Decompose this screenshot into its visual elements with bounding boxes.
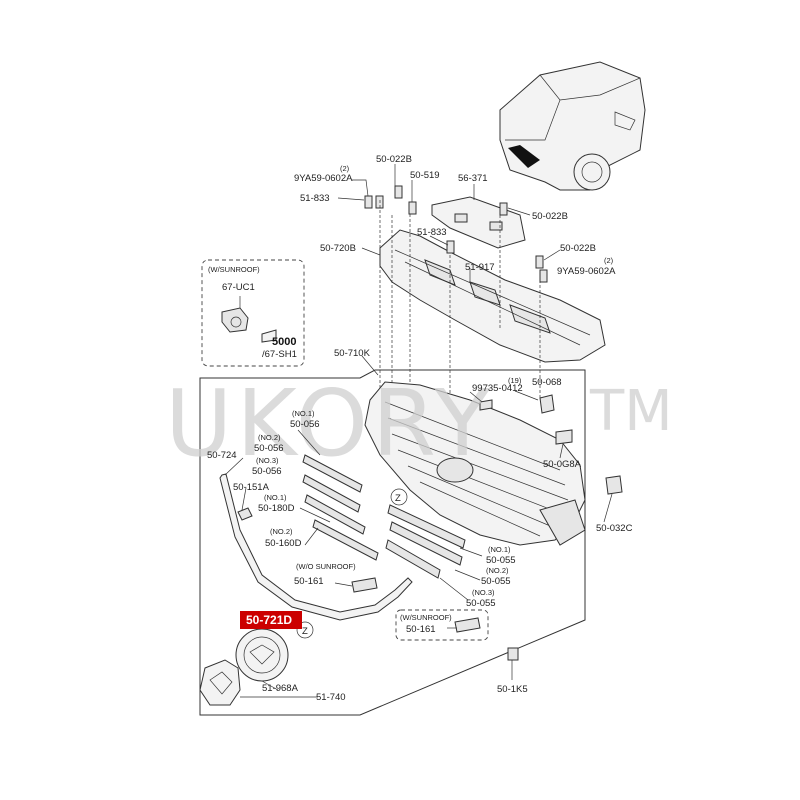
callout-50-022B-r2: 50-022B: [560, 243, 596, 254]
z-marker-a-ring: [390, 488, 408, 506]
callout-no2-b: (NO.2): [270, 527, 293, 536]
guide-lines: [379, 200, 541, 440]
callout-50-724: 50-724: [207, 450, 237, 461]
highlight-callout[interactable]: 50-721D: [240, 611, 302, 629]
callout-9YA59-b: 9YA59-0602A: [557, 266, 616, 277]
callout-50-022B-r: 50-022B: [532, 211, 568, 222]
callout-z-b: Z: [302, 626, 308, 637]
callout-50-161-a: 50-161: [294, 576, 324, 587]
callout-9YA59-a: 9YA59-0602A: [294, 173, 353, 184]
callout-no3-c: (NO.3): [472, 588, 495, 597]
main-grille: [364, 381, 586, 546]
callout-51-917: 51-917: [465, 262, 495, 273]
callout-50-055-b: 50-055: [481, 576, 511, 587]
callout-wo-sunroof: (W/O SUNROOF): [296, 562, 356, 571]
callout-qty-2a: (2): [340, 164, 350, 173]
callout-51-833-a: 51-833: [300, 193, 330, 204]
callout-50-1K5: 50-1K5: [497, 684, 528, 695]
callout-50-032C: 50-032C: [596, 523, 633, 534]
sunroof-title: (W/SUNROOF): [208, 265, 260, 274]
vehicle-thumbnail: [499, 61, 646, 191]
callout-50-022B-top: 50-022B: [376, 154, 412, 165]
callout-no1-b: (NO.1): [264, 493, 287, 502]
shield-plate: [431, 196, 526, 249]
callout-50-180D: 50-180D: [258, 503, 295, 514]
callout-50-160D: 50-160D: [265, 538, 302, 549]
sunroof-part-label: 67-UC1: [222, 282, 255, 293]
callout-50-056-a: 50-056: [290, 419, 320, 430]
callout-51-968A: 51-968A: [262, 683, 299, 694]
callout-no3-a: (NO.3): [256, 456, 279, 465]
callout-50-068: 50-068: [532, 377, 562, 388]
sunroof-inset: (W/SUNROOF) 67-UC1 5000 /67-SH1: [201, 259, 305, 367]
sunroof-ref-main: 5000: [272, 336, 296, 348]
callout-50-720B: 50-720B: [320, 243, 356, 254]
callout-z-a: Z: [395, 493, 401, 504]
callout-56-371: 56-371: [458, 173, 488, 184]
callout-51-740: 51-740: [316, 692, 346, 703]
callout-no2-c: (NO.2): [486, 566, 509, 575]
clips: [237, 394, 623, 661]
callout-no2-a: (NO.2): [258, 433, 281, 442]
callout-51-833-b: 51-833: [417, 227, 447, 238]
callout-no1-c: (NO.1): [488, 545, 511, 554]
callout-50-161-b: 50-161: [406, 624, 436, 635]
highlight-box: [240, 611, 302, 629]
callout-50-710K: 50-710K: [334, 348, 371, 359]
bolt-group: [364, 185, 548, 283]
watermark-text: UKORY: [165, 370, 494, 477]
callout-50-055-c: 50-055: [466, 598, 496, 609]
callout-50-151A: 50-151A: [233, 482, 270, 493]
callout-no1-a: (NO.1): [292, 409, 315, 418]
callout-50-721D: 50-721D: [246, 613, 292, 627]
callout-50-056-b: 50-056: [254, 443, 284, 454]
callout-50-056-c: 50-056: [252, 466, 282, 477]
callout-qty-2b: (2): [604, 256, 614, 265]
assembly-frame: [199, 369, 586, 716]
emblem-assembly: [199, 621, 314, 706]
callout-w-sunroof-b: (W/SUNROOF): [400, 613, 452, 622]
molding-strips-left: [302, 454, 379, 561]
callout-50-0G8A: 50-0G8A: [543, 459, 582, 470]
callout-50-055-a: 50-055: [486, 555, 516, 566]
watermark-tm: TM: [589, 379, 673, 444]
callout-99735: 99735-0412: [472, 383, 523, 394]
callout-50-519: 50-519: [410, 170, 440, 181]
sunroof-clip-box: [395, 609, 489, 641]
sunroof-ref-sub: /67-SH1: [262, 349, 297, 360]
leader-lines: [224, 164, 613, 698]
molding-strips-right: [385, 504, 466, 579]
callout-qty-19: (19): [508, 376, 522, 385]
lower-molding: [219, 473, 413, 621]
